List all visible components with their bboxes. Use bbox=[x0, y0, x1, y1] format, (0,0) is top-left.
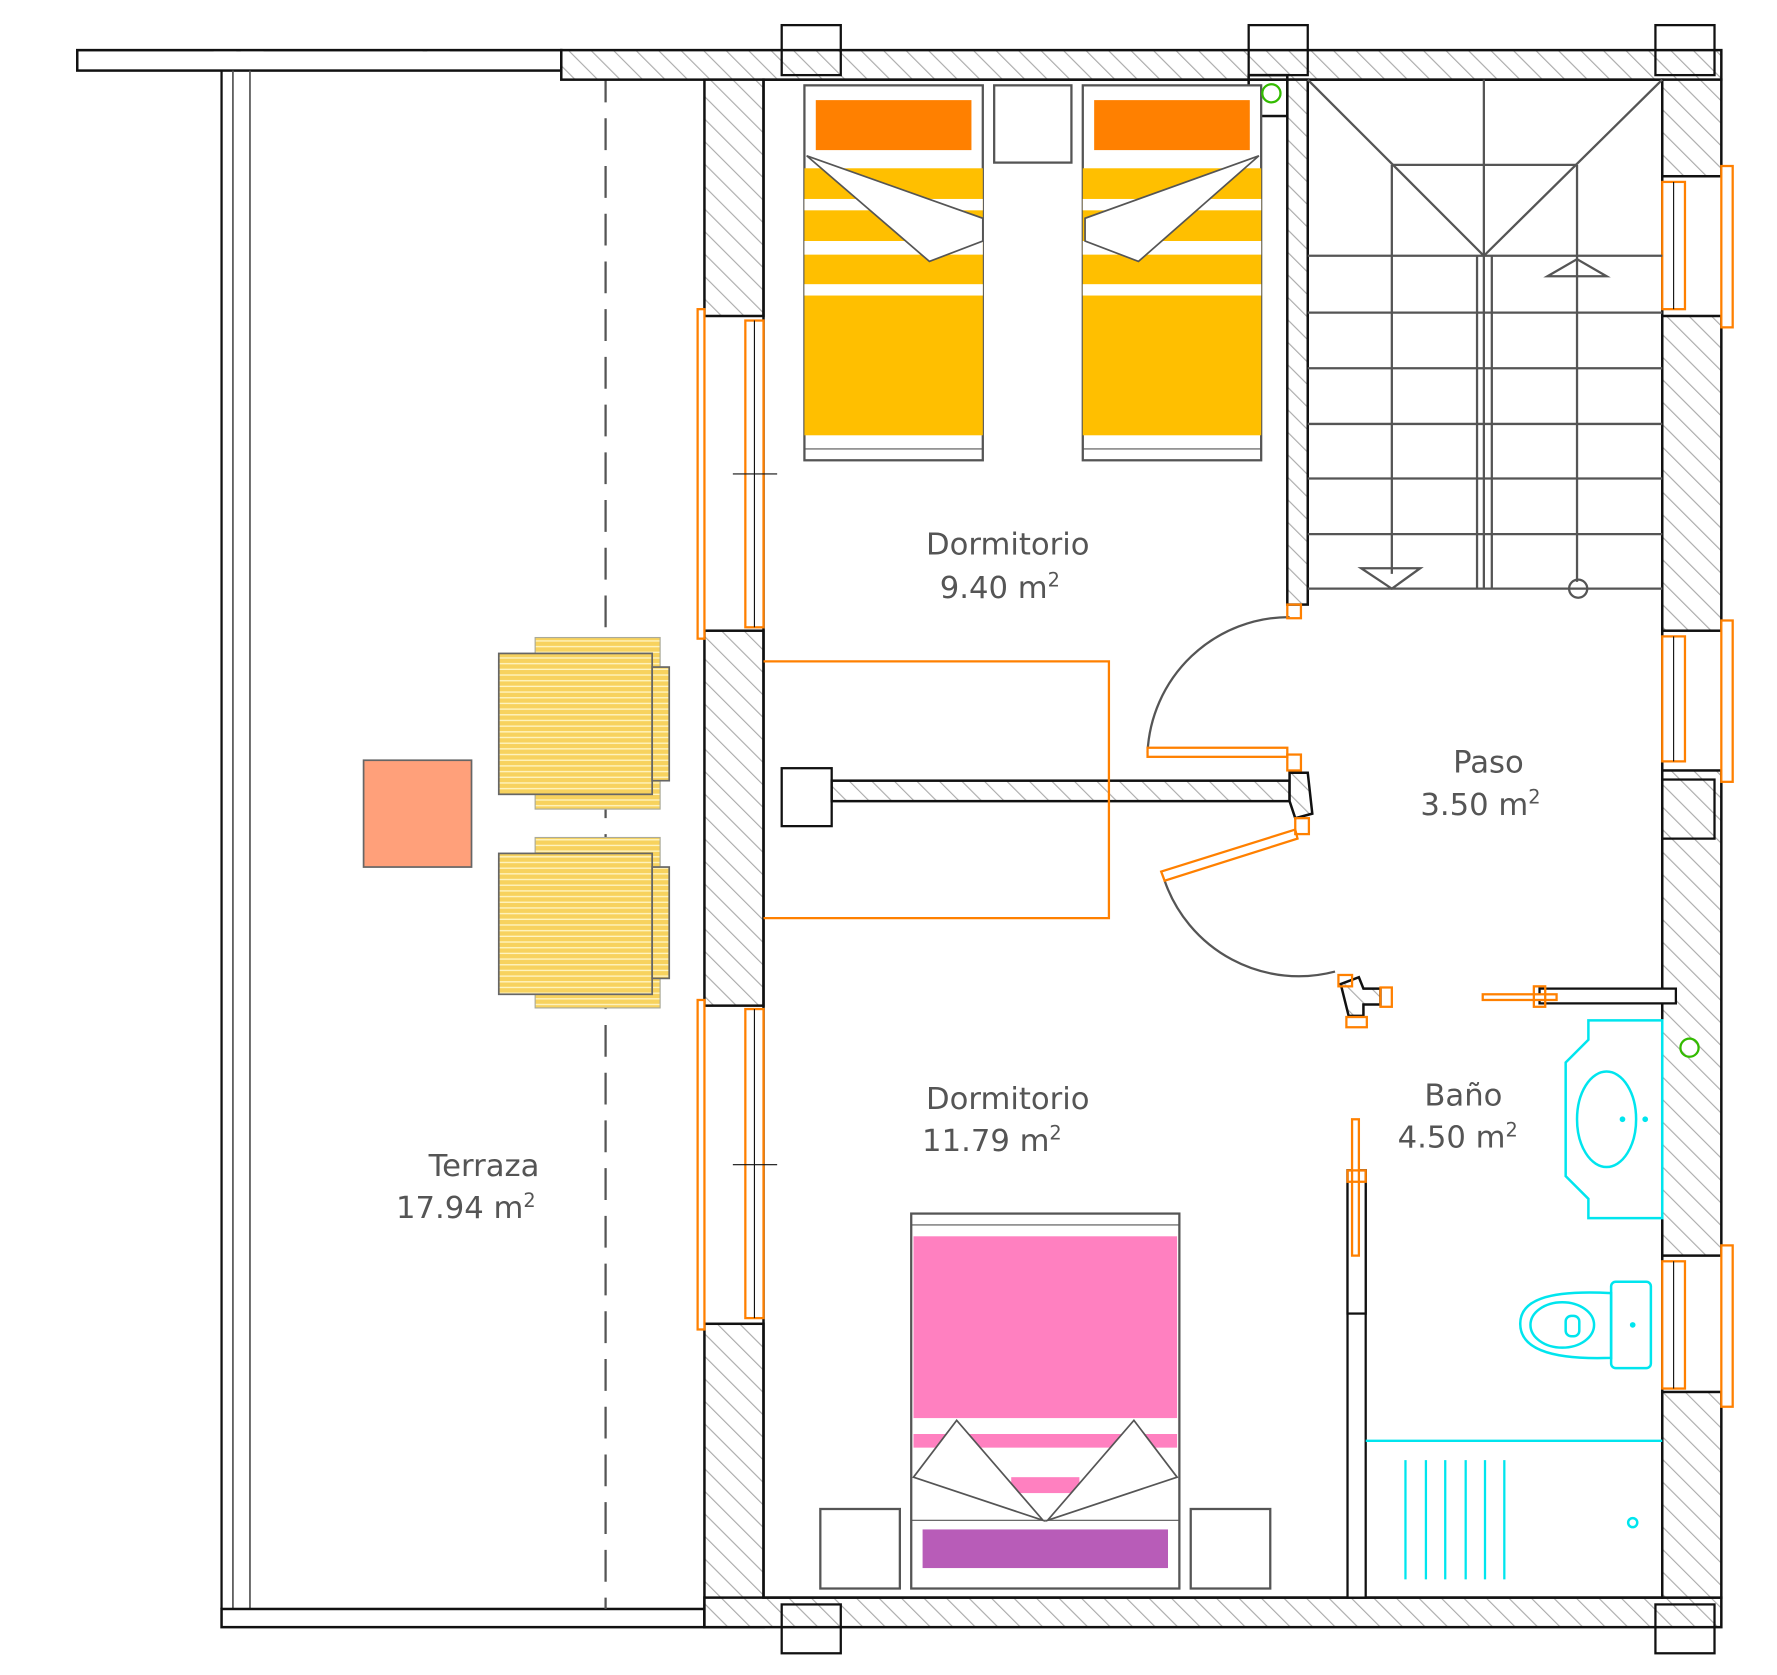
room-area: 17.94 m bbox=[396, 1191, 523, 1226]
terrace-table bbox=[362, 759, 473, 868]
window-right-middle bbox=[1661, 619, 1734, 783]
unit-superscript: 2 bbox=[523, 1189, 535, 1212]
washbasin bbox=[1564, 1019, 1664, 1220]
shower-tray bbox=[1365, 1439, 1663, 1580]
door-dormitorio-1 bbox=[1146, 603, 1303, 772]
stair-start-icon bbox=[1567, 578, 1589, 599]
room-name: Baño bbox=[1424, 1079, 1502, 1114]
staircase bbox=[1306, 78, 1664, 599]
stair-arrow-up-icon bbox=[1543, 257, 1611, 278]
lounge-chair bbox=[497, 836, 671, 1009]
room-label-dormitorio-2: Dormitorio 11.79 m2 bbox=[922, 1082, 1089, 1159]
bathroom-fixtures bbox=[1365, 1019, 1700, 1580]
window-left-bottom bbox=[696, 998, 778, 1331]
toilet-icon bbox=[1518, 1280, 1653, 1370]
doors bbox=[763, 603, 1558, 1257]
window-right-bottom bbox=[1661, 1244, 1734, 1408]
room-area: 9.40 m bbox=[940, 571, 1048, 606]
sink-icon bbox=[1575, 1070, 1638, 1169]
light-point-icon bbox=[1261, 83, 1282, 104]
room-area: 11.79 m bbox=[922, 1124, 1049, 1159]
nightstand bbox=[1189, 1507, 1272, 1590]
unit-superscript: 2 bbox=[1048, 568, 1060, 591]
window-right-top bbox=[1661, 164, 1734, 329]
door-dormitorio-2 bbox=[1159, 817, 1354, 988]
svg-text:4.50 m2: 4.50 m2 bbox=[1398, 1118, 1518, 1155]
unit-superscript: 2 bbox=[1049, 1122, 1061, 1145]
interior-walls bbox=[830, 73, 1678, 1599]
terrace-furniture bbox=[362, 636, 671, 1009]
room-name: Paso bbox=[1453, 746, 1524, 781]
room-name: Dormitorio bbox=[926, 1082, 1089, 1117]
svg-text:17.94 m2: 17.94 m2 bbox=[396, 1189, 536, 1226]
windows bbox=[696, 164, 1734, 1408]
room-label-bano: Baño 4.50 m2 bbox=[1398, 1079, 1518, 1156]
room-name: Dormitorio bbox=[926, 528, 1089, 563]
svg-text:11.79 m2: 11.79 m2 bbox=[922, 1122, 1062, 1159]
unit-superscript: 2 bbox=[1528, 785, 1540, 808]
nightstand bbox=[993, 84, 1073, 164]
lounge-chair bbox=[497, 636, 671, 810]
wardrobe-outline bbox=[763, 660, 1111, 920]
double-bed bbox=[819, 1212, 1272, 1590]
room-label-paso: Paso 3.50 m2 bbox=[1420, 746, 1540, 823]
room-area: 3.50 m bbox=[1420, 788, 1528, 823]
door-bano bbox=[1345, 985, 1558, 1257]
room-label-dormitorio-1: Dormitorio 9.40 m2 bbox=[926, 528, 1089, 606]
svg-text:3.50 m2: 3.50 m2 bbox=[1420, 785, 1540, 822]
nightstand bbox=[819, 1507, 901, 1590]
unit-superscript: 2 bbox=[1506, 1118, 1518, 1141]
room-area: 4.50 m bbox=[1398, 1121, 1506, 1156]
room-label-terraza: Terraza 17.94 m2 bbox=[396, 1149, 539, 1226]
twin-bed-left bbox=[803, 84, 984, 462]
twin-bed-right bbox=[1081, 84, 1263, 462]
light-point-icon bbox=[1679, 1037, 1700, 1058]
stair-arrow-down-icon bbox=[1357, 567, 1424, 591]
drain-icon bbox=[1626, 1516, 1639, 1529]
structural-columns bbox=[780, 23, 1716, 1655]
svg-text:9.40 m2: 9.40 m2 bbox=[940, 568, 1060, 605]
room-name: Terraza bbox=[428, 1149, 540, 1184]
window-left-top bbox=[696, 308, 778, 640]
